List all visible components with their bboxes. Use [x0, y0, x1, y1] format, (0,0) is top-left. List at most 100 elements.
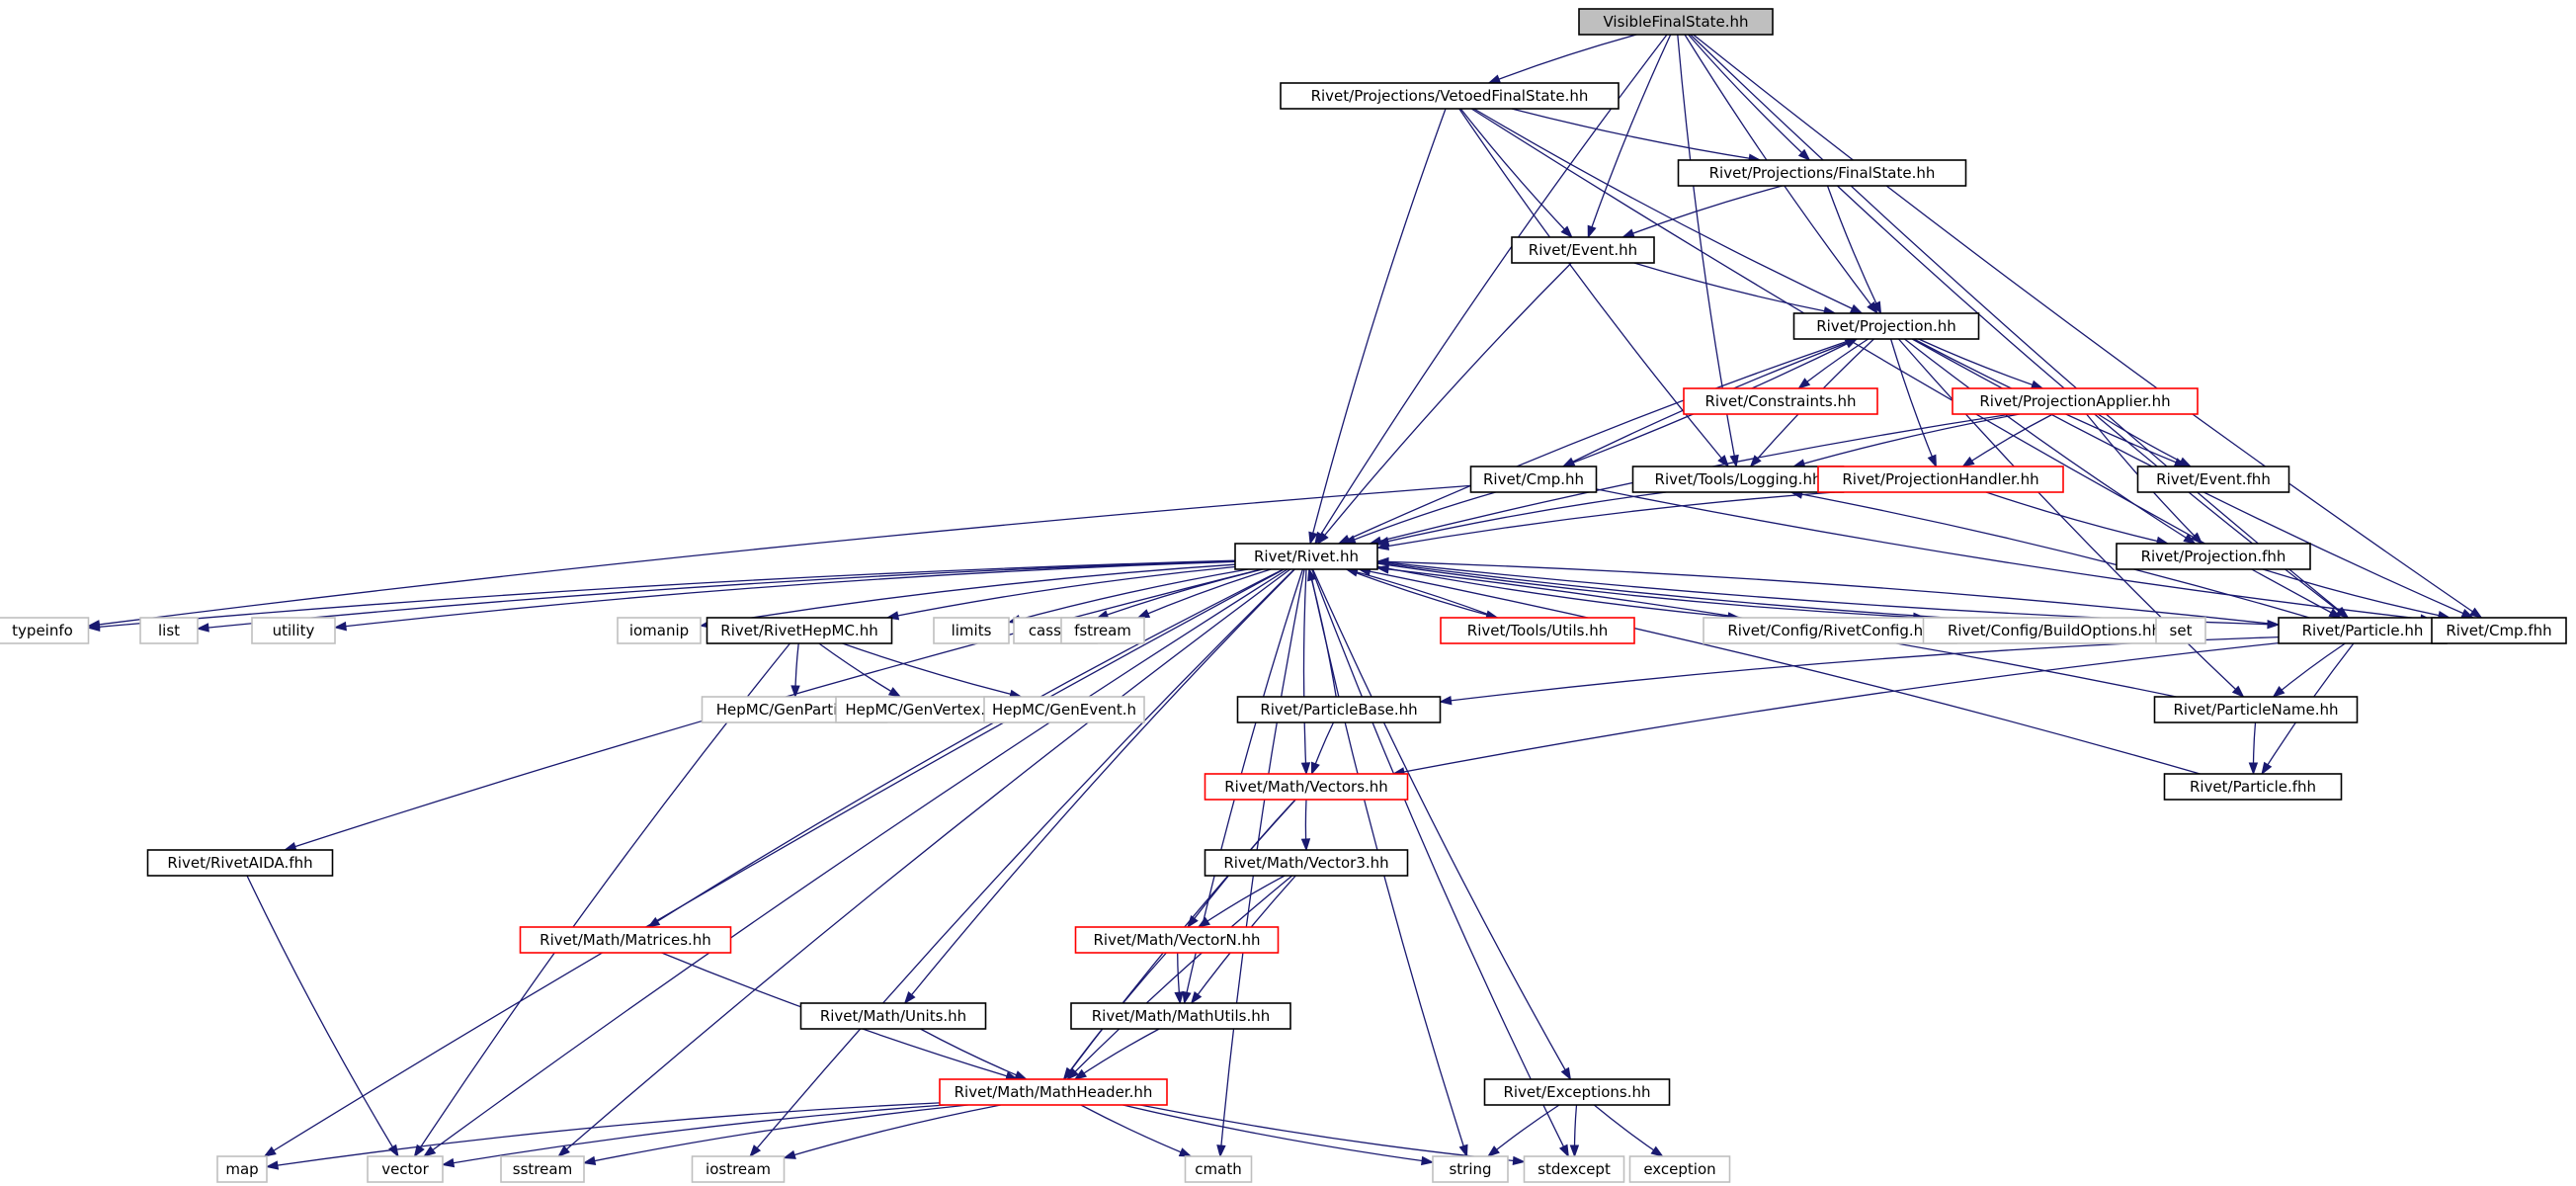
node-cmp-fhh[interactable]: Rivet/Cmp.fhh [2431, 617, 2567, 644]
node-particle-base[interactable]: Rivet/ParticleBase.hh [1236, 696, 1442, 723]
arrowhead-vectors [1300, 762, 1311, 776]
edge-event-to-projection [1633, 262, 1836, 314]
node-cmp[interactable]: Rivet/Cmp.hh [1469, 466, 1598, 493]
node-box-iostream [691, 1155, 786, 1183]
node-typeinfo: typeinfo [0, 617, 90, 644]
edge-rivet-to-stdexcept [1311, 568, 1569, 1157]
node-vector: vector [367, 1155, 444, 1183]
node-rivet-hep-mc[interactable]: Rivet/RivetHepMC.hh [706, 617, 893, 644]
arrowhead-string [1486, 1145, 1500, 1157]
node-exceptions[interactable]: Rivet/Exceptions.hh [1483, 1078, 1671, 1106]
node-box-projection-applier[interactable] [1952, 387, 2199, 415]
arrowhead-event [1560, 225, 1573, 239]
arrowhead-rivet [1307, 567, 1317, 582]
node-vectors[interactable]: Rivet/Math/Vectors.hh [1204, 773, 1409, 801]
node-box-vector-n[interactable] [1074, 926, 1280, 954]
node-label-projection-handler: Rivet/ProjectionHandler.hh [1842, 470, 2038, 488]
edge-exceptions-to-string [1487, 1104, 1560, 1157]
node-label-particle: Rivet/Particle.hh [2302, 622, 2424, 639]
node-utils[interactable]: Rivet/Tools/Utils.hh [1440, 617, 1635, 644]
node-vetoed-final-state[interactable]: Rivet/Projections/VetoedFinalState.hh [1280, 82, 1620, 110]
arrowhead-gen-vertex [887, 687, 902, 698]
node-constraints[interactable]: Rivet/Constraints.hh [1683, 387, 1878, 415]
node-box-constraints[interactable] [1683, 387, 1878, 415]
node-projection[interactable]: Rivet/Projection.hh [1792, 312, 1980, 340]
edge-projection-handler-to-rivet [1376, 491, 1836, 549]
edge-vetoed-final-state-to-rivet [1309, 108, 1447, 545]
node-box-cmp-fhh[interactable] [2431, 617, 2567, 644]
node-box-vectors[interactable] [1204, 773, 1409, 801]
node-label-map: map [225, 1160, 258, 1178]
node-particle-fhh[interactable]: Rivet/Particle.fhh [2163, 773, 2343, 801]
node-box-visible-final-state[interactable] [1578, 8, 1774, 36]
node-fstream: fstream [1060, 617, 1145, 644]
node-box-rivet-aida[interactable] [146, 849, 334, 877]
node-box-particle-name[interactable] [2153, 696, 2359, 723]
edge-rivet-to-matrices [647, 568, 1285, 928]
node-box-math-utils[interactable] [1070, 1002, 1291, 1030]
node-box-math-header[interactable] [939, 1078, 1168, 1106]
node-vector3[interactable]: Rivet/Math/Vector3.hh [1204, 849, 1409, 877]
node-box-typeinfo [0, 617, 90, 644]
node-box-vetoed-final-state[interactable] [1280, 82, 1620, 110]
arrowhead-rivet [1316, 532, 1329, 546]
node-event-fhh[interactable]: Rivet/Event.fhh [2136, 466, 2290, 493]
node-box-units[interactable] [799, 1002, 987, 1030]
node-box-event[interactable] [1511, 236, 1655, 264]
edge-rivet-to-particle [1376, 560, 2280, 626]
node-logging[interactable]: Rivet/Tools/Logging.hh [1631, 466, 1845, 493]
node-projection-applier[interactable]: Rivet/ProjectionApplier.hh [1952, 387, 2199, 415]
node-label-units: Rivet/Math/Units.hh [820, 1007, 966, 1025]
node-rivet[interactable]: Rivet/Rivet.hh [1234, 543, 1378, 570]
node-projection-handler[interactable]: Rivet/ProjectionHandler.hh [1817, 466, 2064, 493]
node-box-exceptions[interactable] [1483, 1078, 1671, 1106]
node-box-particle[interactable] [2278, 617, 2448, 644]
node-box-event-fhh[interactable] [2136, 466, 2290, 493]
edge-projection-to-projection-fhh [1904, 338, 2196, 545]
node-label-fstream: fstream [1074, 622, 1131, 639]
node-math-header[interactable]: Rivet/Math/MathHeader.hh [939, 1078, 1168, 1106]
node-box-particle-fhh[interactable] [2163, 773, 2343, 801]
node-box-matrices[interactable] [519, 926, 732, 954]
node-rivet-aida[interactable]: Rivet/RivetAIDA.fhh [146, 849, 334, 877]
arrowhead-iostream [783, 1149, 796, 1159]
node-box-projection-fhh[interactable] [2116, 543, 2311, 570]
edge-rivet-to-units [904, 568, 1295, 1004]
arrowhead-sstream [557, 1144, 570, 1157]
node-box-list [139, 617, 199, 644]
node-box-rivet[interactable] [1234, 543, 1378, 570]
node-box-vector3[interactable] [1204, 849, 1409, 877]
arrowhead-math-header [1014, 1070, 1028, 1080]
node-vector-n[interactable]: Rivet/Math/VectorN.hh [1074, 926, 1280, 954]
edge-projection-applier-to-event-fhh [2097, 413, 2192, 467]
node-box-final-state[interactable] [1677, 159, 1967, 187]
node-box-utils[interactable] [1440, 617, 1635, 644]
node-box-particle-base[interactable] [1236, 696, 1442, 723]
edge-projection-handler-to-projection-fhh [1985, 491, 2169, 545]
node-box-rivet-hep-mc[interactable] [706, 617, 893, 644]
node-particle-name[interactable]: Rivet/ParticleName.hh [2153, 696, 2359, 723]
arrowhead-vector [422, 1145, 437, 1157]
node-projection-fhh[interactable]: Rivet/Projection.fhh [2116, 543, 2311, 570]
node-label-particle-base: Rivet/ParticleBase.hh [1260, 701, 1417, 719]
node-list: list [139, 617, 199, 644]
node-box-projection-handler[interactable] [1817, 466, 2064, 493]
node-label-cmath: cmath [1195, 1160, 1241, 1178]
edge-logging-to-rivet [1376, 491, 1667, 545]
node-label-build-options: Rivet/Config/BuildOptions.hh [1948, 622, 2161, 639]
node-box-projection[interactable] [1792, 312, 1980, 340]
node-event[interactable]: Rivet/Event.hh [1511, 236, 1655, 264]
node-matrices[interactable]: Rivet/Math/Matrices.hh [519, 926, 732, 954]
node-particle[interactable]: Rivet/Particle.hh [2278, 617, 2448, 644]
node-math-utils[interactable]: Rivet/Math/MathUtils.hh [1070, 1002, 1291, 1030]
node-rivet-config: Rivet/Config/RivetConfig.hh [1703, 617, 1957, 644]
node-visible-final-state[interactable]: VisibleFinalState.hh [1578, 8, 1774, 36]
node-units[interactable]: Rivet/Math/Units.hh [799, 1002, 987, 1030]
arrowhead-sstream [582, 1155, 597, 1165]
arrowhead-projection-handler [1961, 456, 1975, 467]
arrowhead-event-fhh [2178, 457, 2193, 467]
arrowhead-particle-name [2231, 685, 2245, 698]
node-final-state[interactable]: Rivet/Projections/FinalState.hh [1677, 159, 1967, 187]
node-box-cmp[interactable] [1469, 466, 1598, 493]
node-box-sstream [500, 1155, 585, 1183]
